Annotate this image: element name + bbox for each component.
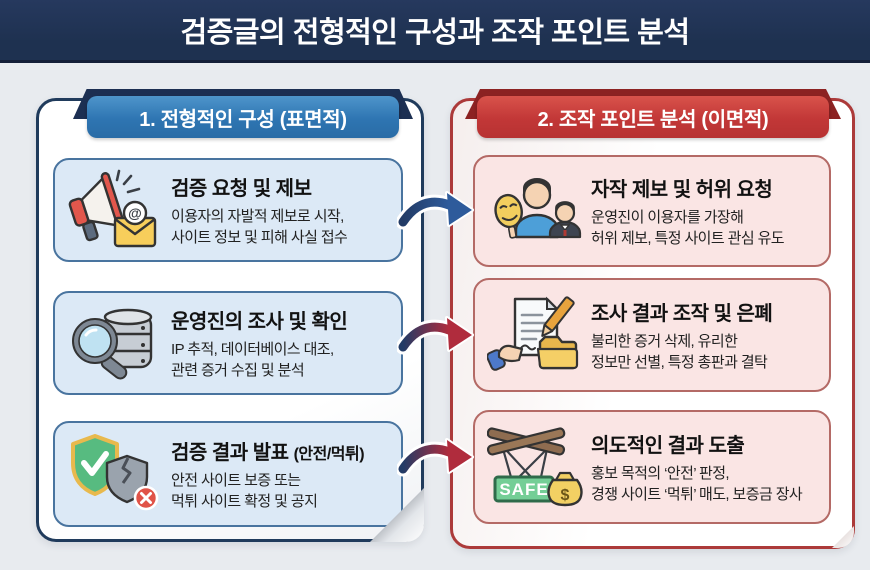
title-banner: 검증글의 전형적인 구성과 조작 포인트 분석	[0, 0, 870, 63]
svg-text:$: $	[561, 487, 570, 504]
mask-impersonation-icon	[487, 169, 583, 253]
safe-sign-money-icon: SAFE $	[486, 425, 583, 509]
flow-arrow-3	[397, 438, 474, 477]
card-body: 불리한 증거 삭제, 유리한 정보만 선별, 특정 총판과 결탁	[591, 332, 768, 371]
magnifier-database-icon	[67, 301, 163, 385]
left-panel-header: 1. 전형적인 구성 (표면적)	[87, 96, 399, 138]
flow-arrow-2	[397, 316, 474, 355]
card-title: 의도적인 결과 도출	[591, 434, 745, 457]
card-fake-reports: 자작 제보 및 허위 요청 운영진이 이용자를 가장해 허위 제보, 특정 사이…	[473, 155, 831, 267]
card-body: 운영진이 이용자를 가장해 허위 제보, 특정 사이트 관심 유도	[591, 208, 785, 247]
main-title: 검증글의 전형적인 구성과 조작 포인트 분석	[180, 17, 690, 49]
svg-text:@: @	[128, 205, 142, 221]
right-panel: 2. 조작 포인트 분석 (이면적)	[450, 89, 855, 549]
card-title: 운영진의 조사 및 확인	[171, 310, 348, 333]
card-result-announcement: 검증 결과 발표 (안전/먹튀) 안전 사이트 보증 또는 먹튀 사이트 확정 …	[53, 421, 403, 527]
svg-text:SAFE: SAFE	[499, 480, 548, 499]
card-body: 홍보 목적의 ‘안전’ 판정, 경쟁 사이트 ‘먹튀’ 매도, 보증금 장사	[591, 464, 803, 503]
card-title: 검증 요청 및 제보	[171, 177, 312, 200]
page-curl	[832, 526, 854, 548]
megaphone-mail-icon: @	[67, 168, 163, 252]
card-intentional-outcome: SAFE $ 의도적인 결과 도출 홍보 목적의 ‘안전’ 판정, 경쟁 사이트…	[473, 410, 831, 524]
card-body: 안전 사이트 보증 또는 먹튀 사이트 확정 및 공지	[171, 471, 318, 510]
flow-arrow-1	[397, 191, 474, 230]
right-panel-header: 2. 조작 포인트 분석 (이면적)	[477, 96, 829, 138]
card-title: 자작 제보 및 허위 요청	[591, 178, 773, 201]
document-tamper-icon	[486, 293, 583, 377]
card-body: 이용자의 자발적 제보로 시작, 사이트 정보 및 피해 사실 접수	[171, 207, 348, 246]
card-title: 검증 결과 발표 (안전/먹튀)	[171, 441, 365, 464]
card-body: IP 추적, 데이터베이스 대조, 관련 증거 수집 및 분석	[171, 340, 334, 379]
left-panel: 1. 전형적인 구성 (표면적) @	[36, 89, 424, 542]
card-result-manipulation: 조사 결과 조작 및 은폐 불리한 증거 삭제, 유리한 정보만 선별, 특정 …	[473, 278, 831, 392]
card-title: 조사 결과 조작 및 은폐	[591, 302, 773, 325]
card-request-report: @ 검증 요청 및 제보 이용자의 자발적 제보로 시작, 사이트 정보 및 피…	[53, 158, 403, 262]
card-investigation: 운영진의 조사 및 확인 IP 추적, 데이터베이스 대조, 관련 증거 수집 …	[53, 291, 403, 395]
shield-check-broken-icon	[67, 432, 163, 516]
